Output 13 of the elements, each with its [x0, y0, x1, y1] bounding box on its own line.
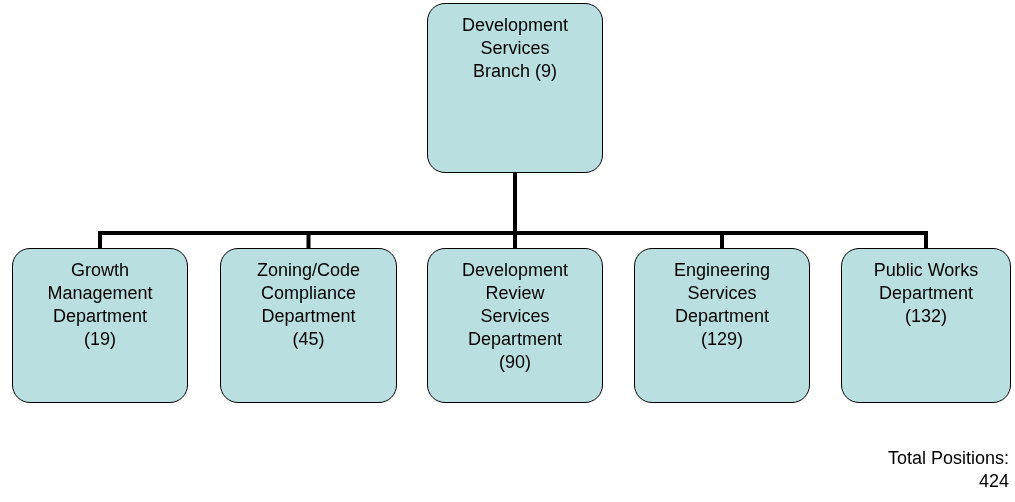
department-name: Development Review Services Department (90) — [460, 259, 570, 374]
department-name: Zoning/Code Compliance Department (45) — [255, 259, 362, 351]
department-box — [220, 248, 397, 403]
department-box — [12, 248, 188, 403]
department-box — [634, 248, 810, 403]
department-name: Engineering Services Department (129) — [672, 259, 772, 351]
department-box — [427, 248, 603, 403]
department-box — [427, 3, 603, 173]
total-note: Total Positions: 424 — [886, 447, 1009, 493]
department-name: Public Works Department (132) — [872, 259, 980, 328]
department-name: Growth Management Department (19) — [46, 259, 154, 351]
department-name: Development Services Branch (9) — [460, 14, 570, 83]
department-box — [841, 248, 1011, 403]
